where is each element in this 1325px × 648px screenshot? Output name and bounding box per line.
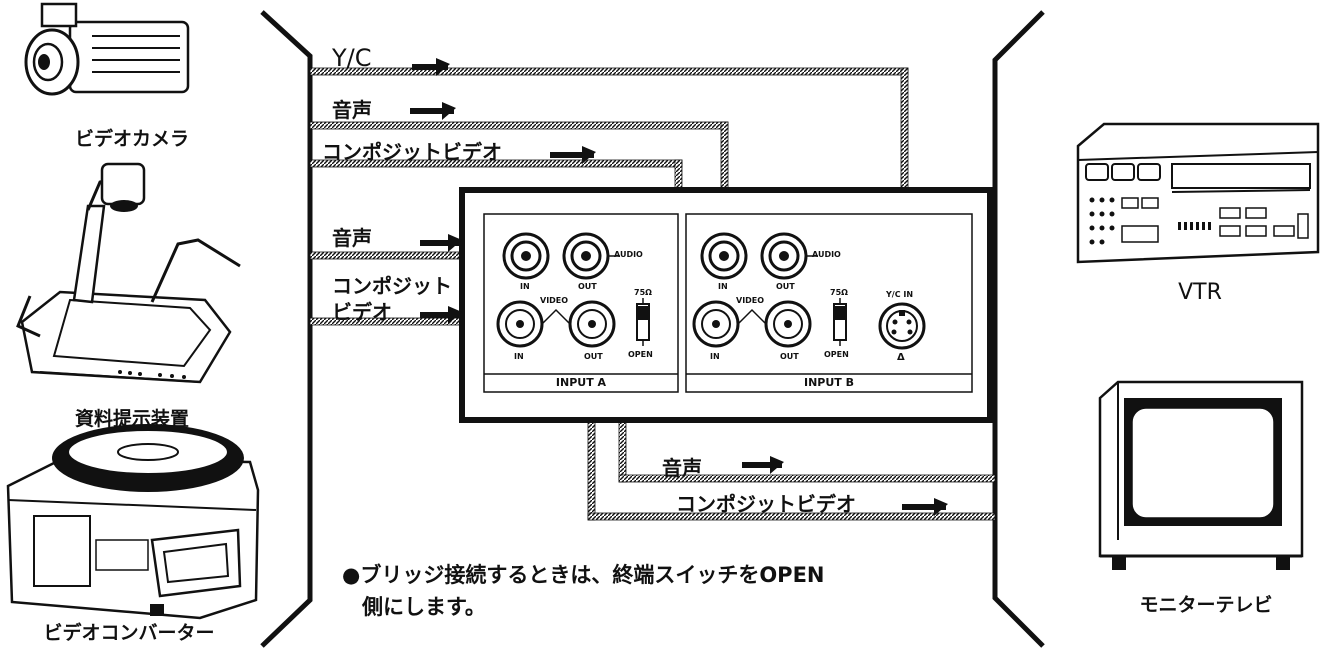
arrow-right-icon xyxy=(410,102,456,120)
signal-label-composite-mid-1: コンポジット xyxy=(332,274,452,298)
right-bracket xyxy=(992,10,1045,648)
panel-b-video-in-label: IN xyxy=(710,352,720,361)
signal-label-audio-mid: 音声 xyxy=(332,226,372,250)
device-label-converter: ビデオコンバーター xyxy=(43,622,215,644)
input-a-video-in-connector xyxy=(496,300,544,348)
panel-a-video-in-label: IN xyxy=(514,352,524,361)
note-line-1: ●ブリッジ接続するときは、終端スイッチをOPEN xyxy=(342,563,825,587)
input-b-termination-switch xyxy=(833,298,847,346)
panel-a-video-out-label: OUT xyxy=(584,352,603,361)
signal-label-composite-top: コンポジットビデオ xyxy=(322,140,502,164)
signal-label-composite-mid-2: ビデオ xyxy=(332,300,392,324)
panel-b-audio-in-label: IN xyxy=(718,282,728,291)
input-a-audio-in-connector xyxy=(502,232,550,280)
device-label-camera: ビデオカメラ xyxy=(74,128,189,150)
note-line-2: 側にします。 xyxy=(362,595,486,619)
panel-b-delta-label: Δ xyxy=(897,352,905,363)
panel-a-audio-out-label: OUT xyxy=(578,282,597,291)
panel-a-ohm-label: 75Ω xyxy=(634,288,652,297)
arrow-right-icon xyxy=(420,234,462,252)
input-b-audio-out-connector xyxy=(760,232,808,280)
input-b-audio-in-connector xyxy=(700,232,748,280)
panel-b-audio-out-label: OUT xyxy=(776,282,795,291)
panel-a-audio-label: AUDIO xyxy=(614,250,643,259)
arrow-right-icon xyxy=(412,58,450,76)
arrow-right-icon xyxy=(742,456,784,474)
panel-a-video-label: VIDEO xyxy=(540,296,569,305)
input-b-label: INPUT B xyxy=(803,376,854,389)
panel-b-audio-label: AUDIO xyxy=(812,250,841,259)
panel-b-yc-in-label: Y/C IN xyxy=(886,290,914,299)
arrow-right-icon xyxy=(550,146,596,164)
input-b-video-in-connector xyxy=(692,300,740,348)
device-label-presenter: 資料提示装置 xyxy=(74,408,189,430)
video-converter-icon xyxy=(6,424,260,620)
arrow-right-icon xyxy=(420,306,462,324)
vtr-icon xyxy=(1076,122,1320,264)
document-presenter-icon xyxy=(16,162,241,384)
input-b-video-out-connector xyxy=(764,300,812,348)
monitor-tv-icon xyxy=(1098,380,1304,570)
signal-label-composite-out: コンポジットビデオ xyxy=(676,492,856,516)
panel-b-video-out-label: OUT xyxy=(780,352,799,361)
panel-a-audio-in-label: IN xyxy=(520,282,530,291)
input-a-video-out-connector xyxy=(568,300,616,348)
panel-a-open-label: OPEN xyxy=(628,350,653,359)
left-bracket xyxy=(260,10,313,648)
signal-label-audio-out: 音声 xyxy=(662,456,702,480)
input-b-yc-in-connector xyxy=(878,302,926,350)
input-a-termination-switch xyxy=(636,298,650,346)
signal-label-yc: Y/C xyxy=(332,44,372,72)
input-a-label: INPUT A xyxy=(555,376,607,389)
signal-label-audio-top: 音声 xyxy=(332,98,372,122)
video-camera-icon xyxy=(24,2,190,96)
panel-b-video-label: VIDEO xyxy=(736,296,765,305)
device-label-vtr: VTR xyxy=(1178,280,1222,305)
arrow-right-icon xyxy=(902,498,948,516)
panel-b-open-label: OPEN xyxy=(824,350,849,359)
device-label-monitor: モニターテレビ xyxy=(1139,594,1273,616)
input-a-audio-out-connector xyxy=(562,232,610,280)
panel-b-ohm-label: 75Ω xyxy=(830,288,848,297)
